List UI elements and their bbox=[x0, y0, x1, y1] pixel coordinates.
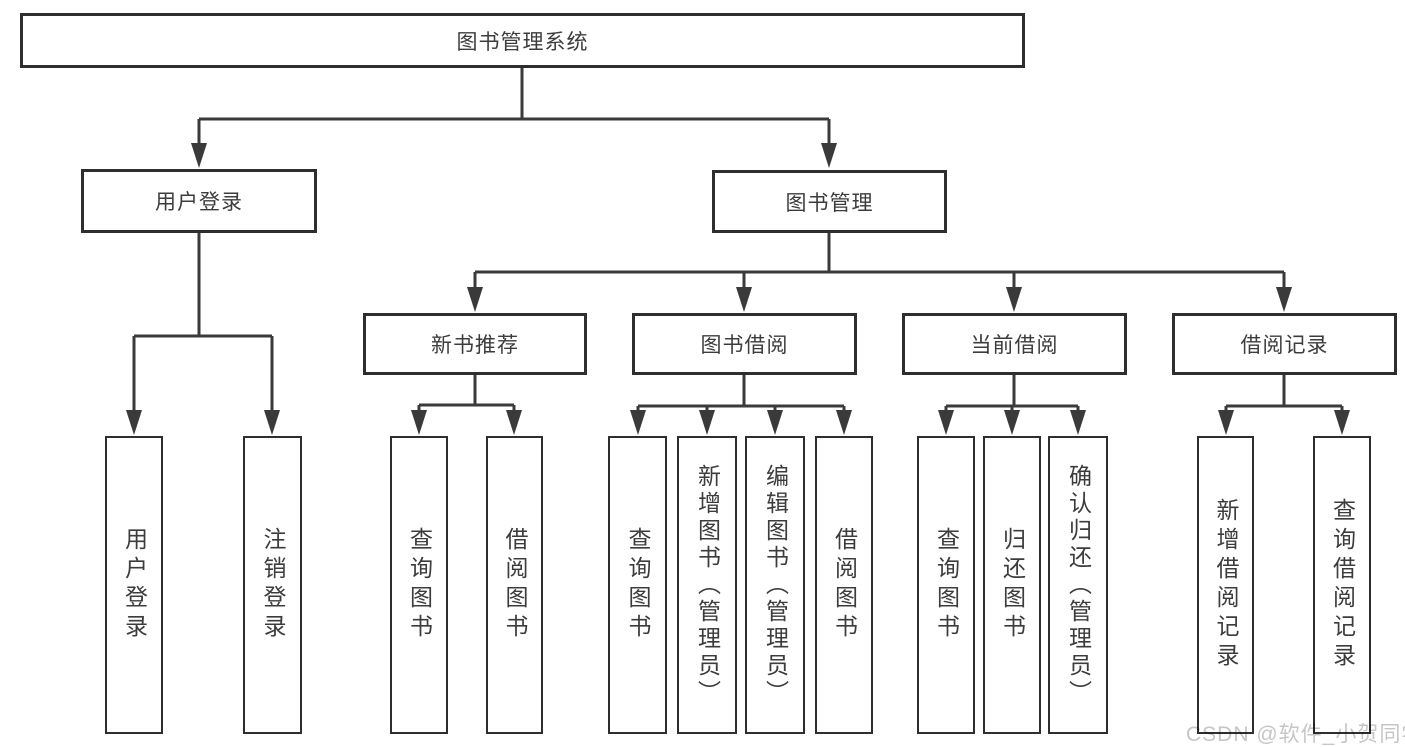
leaf-borrow-add-book-admin: 新增图书（管理员） bbox=[677, 436, 737, 734]
leaf-user-login: 用户登录 bbox=[105, 436, 163, 734]
node-new-book-recommendation: 新书推荐 bbox=[363, 313, 587, 375]
leaf-current-return-book: 归还图书 bbox=[983, 436, 1041, 734]
node-current-borrowing: 当前借阅 bbox=[902, 313, 1127, 375]
leaf-newrec-borrow-book: 借阅图书 bbox=[486, 436, 543, 734]
node-book-management: 图书管理 bbox=[712, 170, 947, 233]
node-borrowing-records: 借阅记录 bbox=[1172, 313, 1397, 375]
leaf-logout: 注销登录 bbox=[243, 436, 302, 734]
leaf-borrow-query-book: 查询图书 bbox=[608, 436, 667, 734]
leaf-newrec-query-book: 查询图书 bbox=[390, 436, 448, 734]
csdn-watermark: CSDN @软件_小贺同学 bbox=[1186, 723, 1405, 746]
leaf-borrow-edit-book-admin: 编辑图书（管理员） bbox=[745, 436, 805, 734]
leaf-current-query-book: 查询图书 bbox=[917, 436, 975, 734]
node-user-login: 用户登录 bbox=[81, 169, 317, 233]
leaf-borrow-borrow-book: 借阅图书 bbox=[815, 436, 873, 734]
leaf-records-add-record: 新增借阅记录 bbox=[1197, 436, 1254, 734]
leaf-records-query-record: 查询借阅记录 bbox=[1313, 436, 1371, 734]
node-library-management-system: 图书管理系统 bbox=[20, 13, 1025, 68]
leaf-current-confirm-return-admin: 确认归还（管理员） bbox=[1048, 436, 1108, 734]
node-book-borrowing: 图书借阅 bbox=[632, 313, 857, 375]
